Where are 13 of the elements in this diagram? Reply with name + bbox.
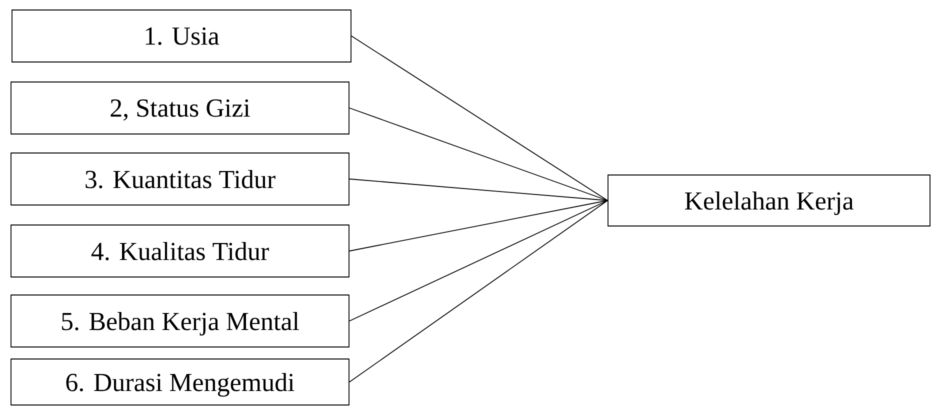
connector-line (349, 200, 608, 252)
connector-line (349, 108, 608, 201)
text-box: Kelelahan Kerja (608, 174, 930, 226)
connector-line (349, 200, 608, 382)
connector-line (351, 36, 608, 201)
connector-line (349, 200, 608, 322)
connector-line (349, 178, 608, 201)
text-box: 2, Status Gizi (10, 82, 350, 134)
text-box: 1. Usia (12, 10, 352, 62)
text-box: 6. Durasi Mengemudi (10, 358, 350, 406)
text-box: 5. Beban Kerja Mental (10, 294, 350, 348)
text-box: 3. Kuantitas Tidur (10, 152, 350, 206)
text-box: 4. Kualitas Tidur (10, 224, 350, 278)
